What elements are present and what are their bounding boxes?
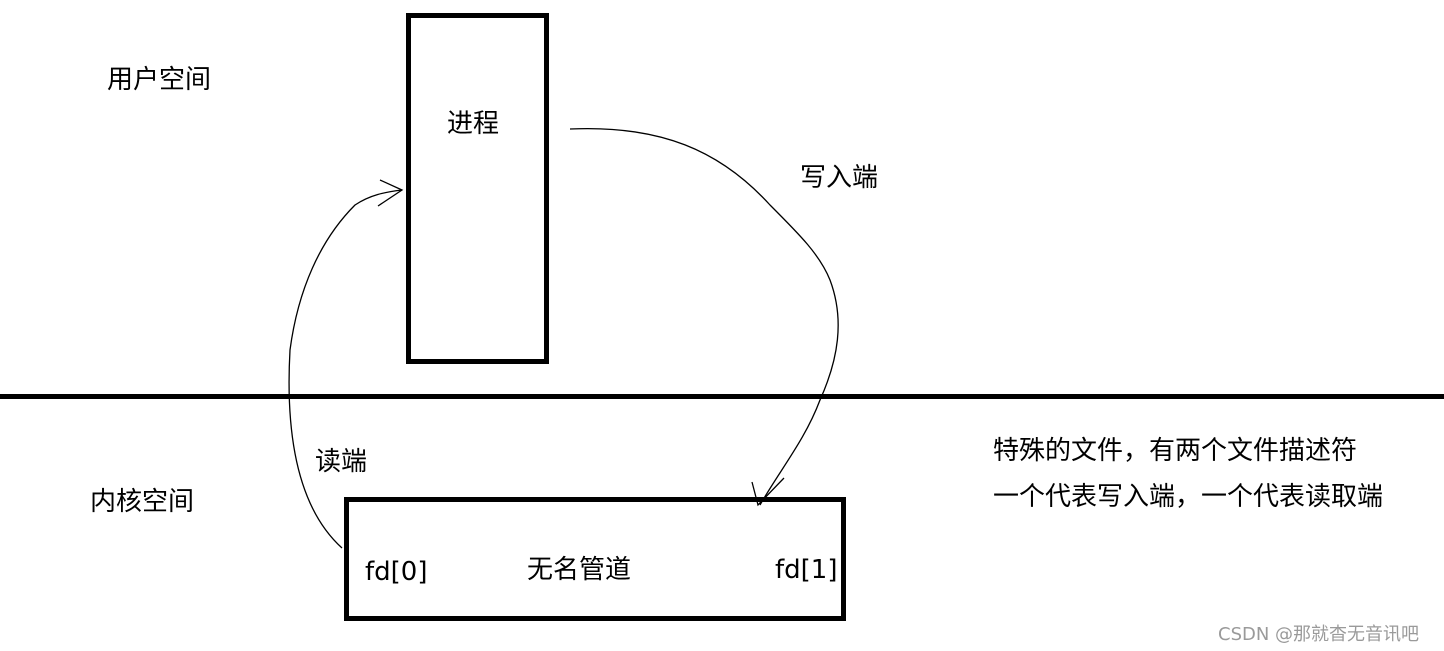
write-end-label: 写入端	[800, 163, 879, 193]
kernel-space-label: 内核空间	[90, 487, 195, 517]
pipe-box: fd[0] 无名管道 fd[1]	[344, 497, 846, 621]
note-line-2: 一个代表写入端，一个代表读取端	[993, 482, 1384, 512]
process-box: 进程	[406, 13, 549, 364]
watermark-text: CSDN @那就杳无音讯吧	[1218, 624, 1420, 645]
pipe-name: 无名管道	[527, 555, 632, 585]
pipe-fd-read: fd[0]	[365, 557, 428, 587]
read-arrow-line	[288, 189, 403, 549]
pipe-fd-write: fd[1]	[775, 555, 838, 585]
read-arrow-head	[377, 179, 404, 207]
read-end-label: 读端	[315, 447, 368, 477]
note-line-1: 特殊的文件，有两个文件描述符	[993, 436, 1358, 466]
write-arrow-line	[569, 127, 839, 506]
write-arrow-head	[751, 477, 785, 507]
process-label: 进程	[447, 109, 500, 139]
user-kernel-boundary-line	[0, 394, 1444, 399]
user-space-label: 用户空间	[107, 65, 212, 95]
